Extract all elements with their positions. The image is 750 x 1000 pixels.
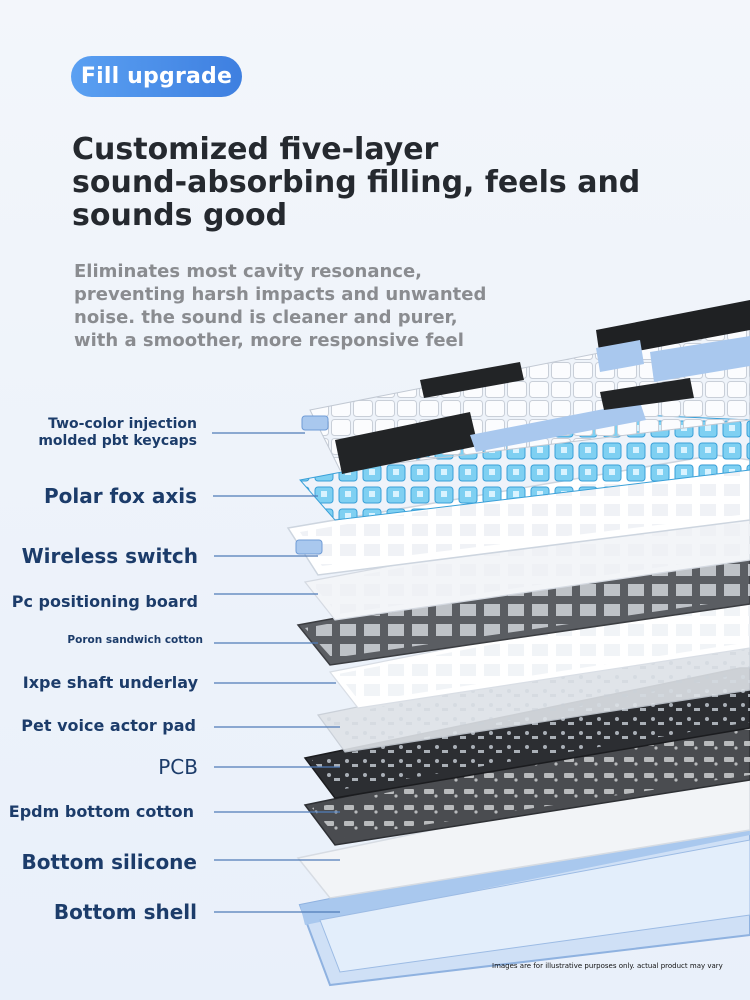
fill-upgrade-badge: Fill upgrade [71,56,242,97]
layer-label-pet: Pet voice actor pad [21,716,196,735]
layer-label-poron: Poron sandwich cotton [67,634,203,646]
layer-label-silicone: Bottom silicone [21,850,197,874]
headline-line: sounds good [72,198,288,233]
layer-label-epdm: Epdm bottom cotton [8,802,194,821]
layer-label-pcb: PCB [158,755,198,779]
subtitle-line: with a smoother, more responsive feel [74,330,464,351]
headline-line: sound-absorbing filling, feels and [72,165,641,200]
layer-label-ixpe: Ixpe shaft underlay [22,673,198,692]
subtitle-line: preventing harsh impacts and unwanted [74,284,487,305]
layer-label-line: Two-color injection [48,416,197,432]
leader-lines [212,432,340,913]
headline-line: Customized five-layer [72,132,439,167]
subtitle: Eliminates most cavity resonance, preven… [74,260,544,352]
disclaimer-note: Images are for illustrative purposes onl… [492,962,723,970]
subtitle-line: noise. the sound is cleaner and purer, [74,307,458,328]
layer-label-switches: Polar fox axis [43,484,197,508]
subtitle-line: Eliminates most cavity resonance, [74,261,423,282]
layer-label-line: molded pbt keycaps [38,433,197,449]
layer-label-keycaps: Two-color injection molded pbt keycaps [38,416,197,450]
layer-label-wireless: Wireless switch [21,544,198,568]
layer-label-shell: Bottom shell [53,900,197,924]
layer-label-pc-plate: Pc positioning board [11,592,198,611]
headline: Customized five-layer sound-absorbing fi… [72,133,692,232]
keycap-layer [301,300,750,474]
